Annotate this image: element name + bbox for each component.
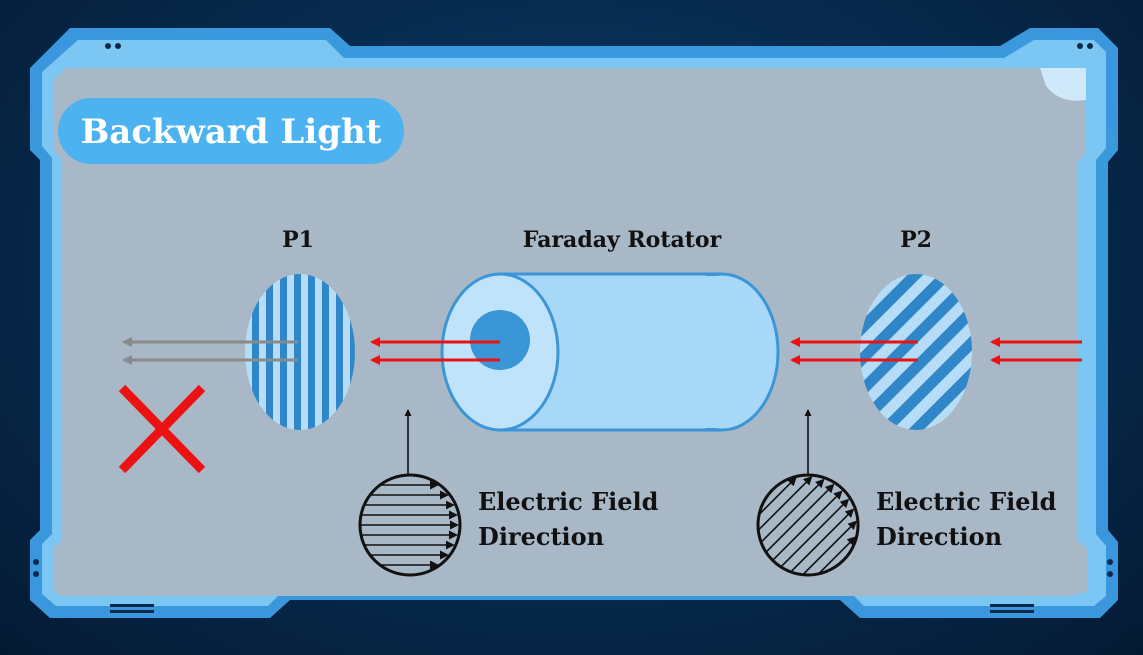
field-line (802, 520, 858, 575)
incoming-arrows-right (990, 337, 1082, 365)
frame-dots-right (1107, 559, 1113, 577)
panel-corner-notch (1040, 68, 1086, 101)
field-line (765, 483, 835, 553)
field-circle-right (756, 473, 860, 577)
frame-dots-top-right (1077, 43, 1093, 49)
field-label-right-line1: Electric Field (876, 487, 1057, 516)
field-line (790, 508, 855, 573)
badge-pill (58, 98, 404, 164)
frame-dots-left (33, 559, 39, 577)
field-line (817, 536, 857, 575)
blocked-x-icon (118, 384, 206, 474)
cylinder-outline (500, 272, 722, 432)
field-label-left-line1: Electric Field (478, 487, 659, 516)
frame-bars-bottom-left (110, 604, 154, 613)
polarizer-p1 (245, 274, 355, 430)
frame-bars-bottom-right (990, 604, 1034, 613)
rotator-label: Faraday Rotator (523, 227, 722, 253)
frame-dots-top-left (105, 43, 121, 49)
blocked-arrows (122, 337, 298, 365)
arrows-rotator-to-p1 (370, 337, 500, 365)
field-circle-left (358, 473, 462, 577)
faraday-rotator (440, 272, 780, 432)
badge-label: Backward Light (81, 112, 382, 152)
field-line (760, 478, 825, 543)
field-line (758, 476, 797, 516)
field-label-left-line2: Direction (478, 522, 604, 551)
p2-label: P2 (900, 227, 932, 253)
field-line (758, 475, 813, 531)
field-line (772, 490, 843, 561)
cylinder-core (470, 310, 530, 370)
p1-label: P1 (282, 227, 314, 253)
arrows-p2-to-rotator (790, 337, 918, 365)
field-label-right-line2: Direction (876, 522, 1002, 551)
title-badge: Backward Light (58, 98, 404, 164)
polarizer-p2 (860, 274, 972, 430)
field-line (780, 498, 850, 568)
